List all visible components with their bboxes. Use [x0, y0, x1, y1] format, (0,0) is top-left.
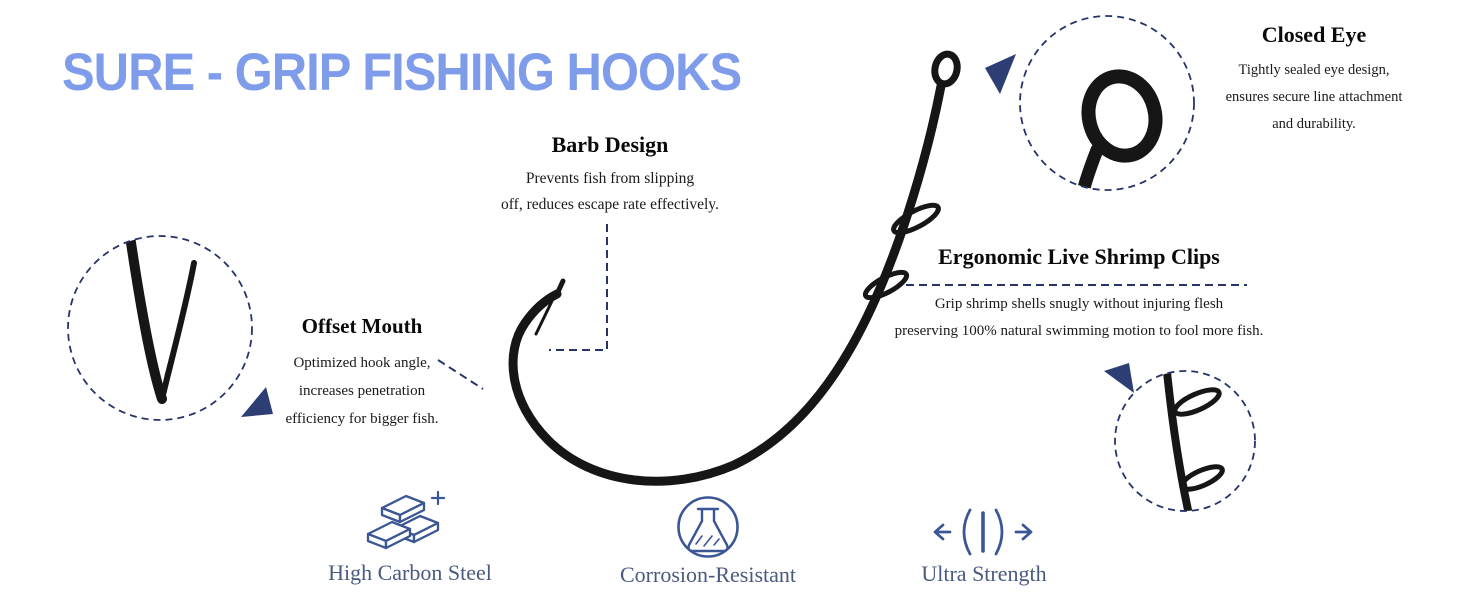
clips-closeup: [1163, 371, 1225, 511]
strength-icon: [933, 508, 1033, 556]
barb-design-description: Prevents fish from slipping off, reduces…: [501, 170, 719, 213]
hook-barb: [534, 299, 554, 336]
zoom-circle-clips: [1114, 370, 1256, 512]
hook-eye: [931, 50, 961, 88]
callout-barb-design: Barb Design Prevents fish from slipping …: [440, 132, 780, 218]
shrimp-clip-lower: [862, 269, 910, 301]
closed-eye-heading: Closed Eye: [1261, 22, 1367, 47]
arrow-to-clips: [1104, 363, 1134, 393]
zoom-circle-closed-eye: [1019, 15, 1195, 191]
hook-shank-and-bend: [508, 81, 946, 486]
shrimp-clips-description: Grip shrimp shells snugly without injuri…: [894, 296, 1264, 339]
offset-mouth-description: Optimized hook angle, increases penetrat…: [285, 355, 439, 427]
callout-offset-mouth: Offset Mouth Optimized hook angle, incre…: [252, 314, 472, 433]
closed-eye-closeup: [1075, 69, 1163, 190]
hook-point: [554, 278, 566, 297]
feature-label-corrosion-resistant: Corrosion-Resistant: [620, 562, 796, 587]
feature-label-high-carbon-steel: High Carbon Steel: [328, 560, 492, 585]
flask-icon: [677, 496, 739, 558]
fishing-hook-illustration: [508, 50, 961, 486]
arrow-to-closed-eye: [985, 54, 1016, 94]
page-title: SURE - GRIP FISHING HOOKS: [62, 43, 742, 102]
connector-offset-mouth: [437, 359, 484, 390]
steel-ingots-icon: [366, 490, 446, 550]
closed-eye-description: Tightly sealed eye design, ensures secur…: [1225, 62, 1403, 132]
callout-shrimp-clips: Ergonomic Live Shrimp Clips Grip shrimp …: [877, 244, 1281, 345]
barb-design-heading: Barb Design: [551, 132, 669, 157]
connector-barb-design: [549, 224, 608, 351]
offset-mouth-heading: Offset Mouth: [301, 314, 423, 338]
offset-point-closeup: [125, 236, 197, 404]
callout-closed-eye: Closed Eye Tightly sealed eye design, en…: [1198, 22, 1430, 138]
feature-label-ultra-strength: Ultra Strength: [921, 561, 1047, 586]
zoom-circle-offset-point: [67, 235, 253, 421]
shrimp-clips-heading: Ergonomic Live Shrimp Clips: [938, 244, 1220, 269]
shrimp-clip-upper: [891, 202, 941, 236]
arrow-to-offset-point: [241, 387, 273, 417]
